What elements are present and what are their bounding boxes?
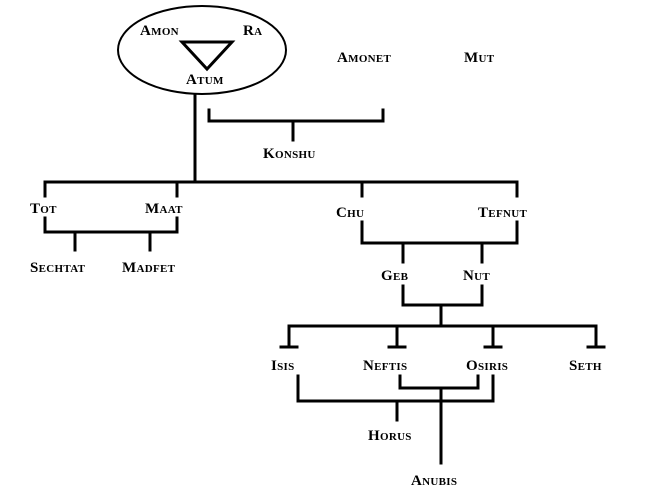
node-nut: Nut [463,268,490,284]
node-isis: Isis [271,358,295,374]
node-horus: Horus [368,428,412,444]
node-amon: Amon [140,23,179,39]
node-mut: Mut [464,50,495,66]
node-anubis: Anubis [411,473,457,489]
node-tefnut: Tefnut [478,205,527,221]
trinity-oval [117,5,287,95]
node-tot: Tot [30,201,57,217]
node-seth: Seth [569,358,602,374]
node-sechtat: Sechtat [30,260,86,276]
node-maat: Maat [145,201,183,217]
node-geb: Geb [381,268,409,284]
node-chu: Chu [336,205,364,221]
node-konshu: Konshu [263,146,316,162]
node-madfet: Madfet [122,260,176,276]
trinity-triangle [178,40,236,72]
node-osiris: Osiris [466,358,508,374]
node-atum: Atum [186,72,224,88]
node-neftis: Neftis [363,358,407,374]
node-ra: Ra [243,23,262,39]
node-amonet: Amonet [337,50,392,66]
